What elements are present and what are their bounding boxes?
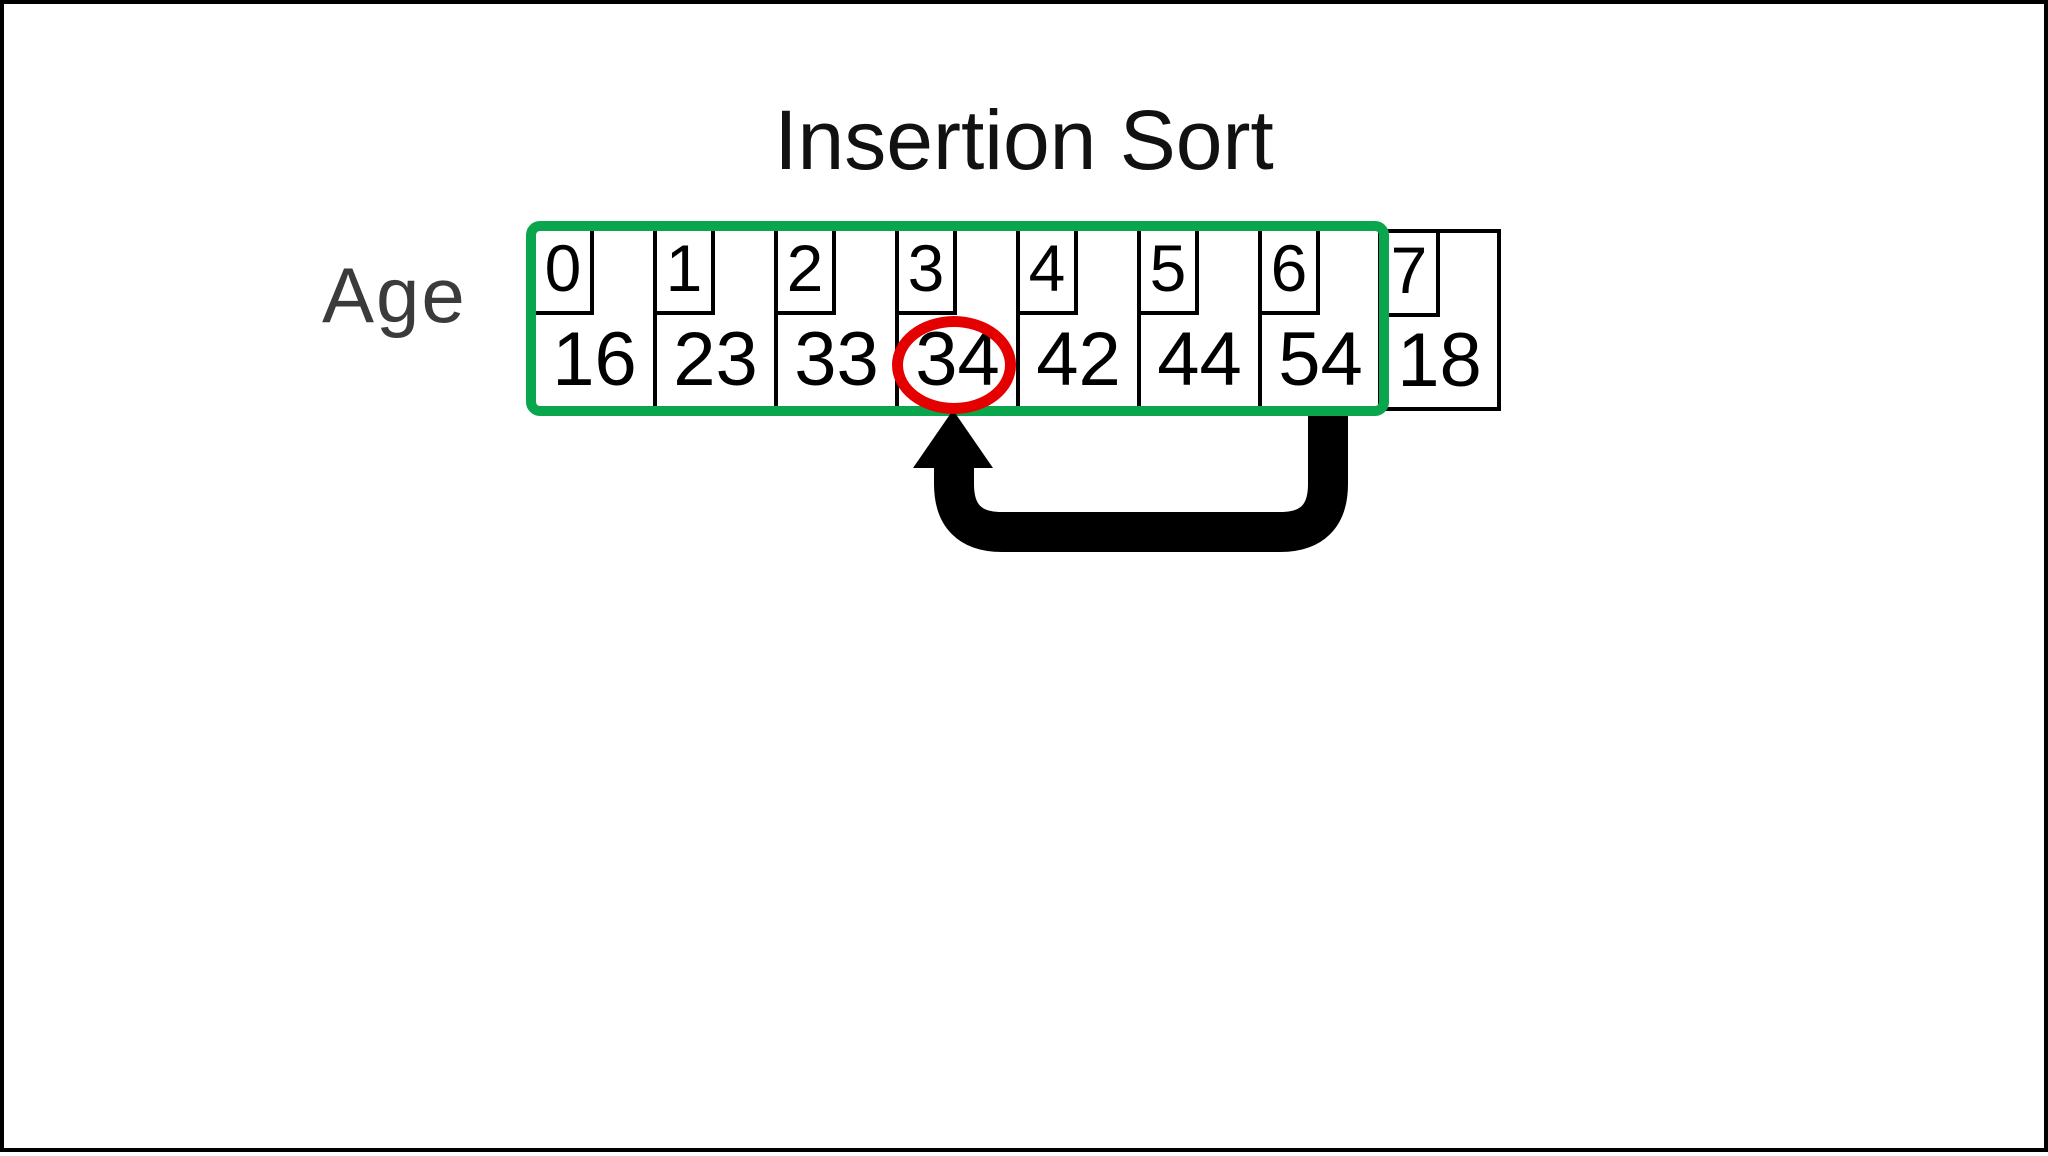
shift-arrow-head [913,410,993,468]
cell-value: 42 [1036,317,1121,402]
array-cell-unsorted: 7 18 [1378,229,1501,411]
cell-value: 33 [794,317,879,402]
cell-index: 5 [1141,231,1199,315]
cell-value: 23 [673,317,758,402]
cell-index: 0 [536,231,594,315]
cell-value: 44 [1157,317,1242,402]
cell-index: 3 [899,231,957,315]
array-cell: 4 42 [1020,231,1141,406]
cell-value: 16 [552,317,637,402]
cell-index: 4 [1020,231,1078,315]
array-cell: 2 33 [778,231,899,406]
page-title: Insertion Sort [774,93,1274,187]
cell-value: 18 [1397,318,1482,403]
cell-index: 7 [1382,233,1440,317]
array-cell: 0 16 [536,231,657,406]
cell-index: 2 [778,231,836,315]
cell-value: 54 [1278,317,1363,402]
shift-arrow-shaft [934,416,1348,552]
row-label-age: Age [322,251,467,339]
highlight-circle [892,316,1016,414]
cell-index: 1 [657,231,715,315]
cell-index: 6 [1262,231,1320,315]
array-cell: 6 54 [1262,231,1379,406]
array-cell: 5 44 [1141,231,1262,406]
array-cell: 1 23 [657,231,778,406]
